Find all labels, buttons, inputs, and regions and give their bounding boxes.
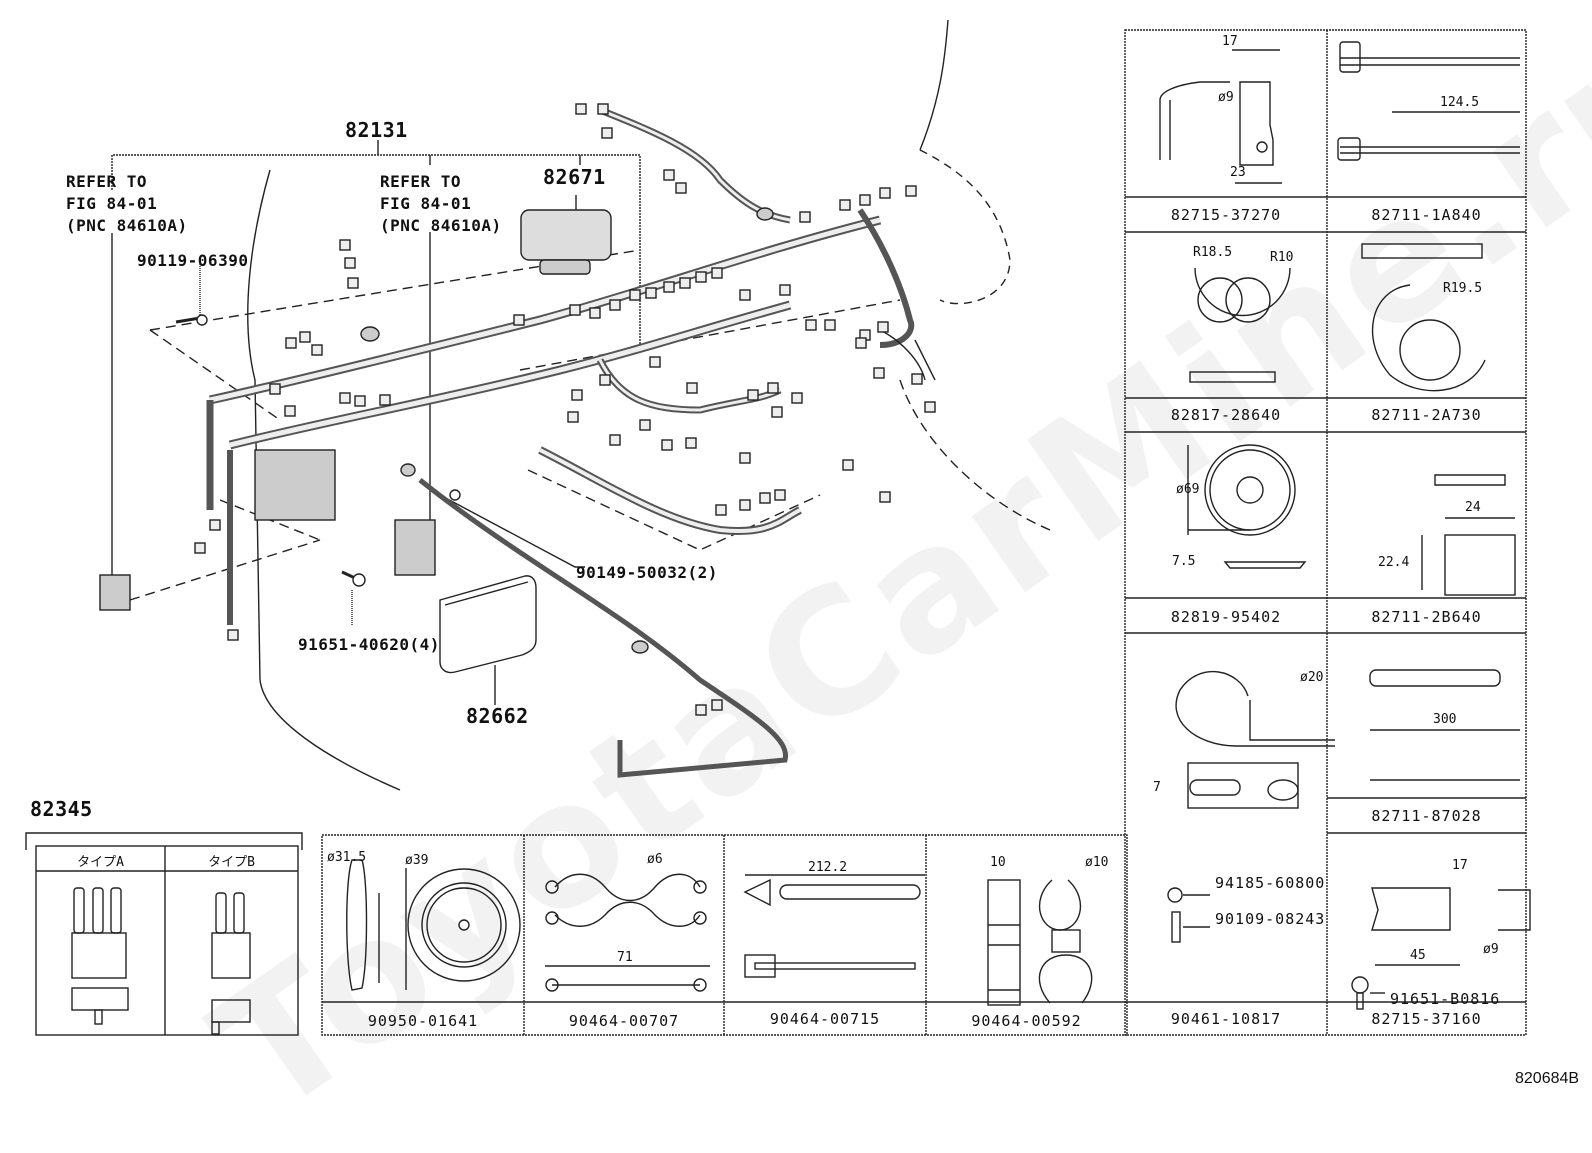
dim-text: 24 [1465,500,1481,515]
part-number-82711-2B640: 82711-2B640 [1371,608,1482,626]
dim-text: ø10 [1085,855,1109,870]
part-label-82131: 82131 [345,118,408,142]
dim-text: 7.5 [1172,554,1196,569]
dim-text: ø20 [1300,670,1324,685]
part-label-90149-50032: 90149-50032(2) [576,563,718,582]
part-label-90119-06390: 90119-06390 [137,251,249,270]
dim-text: ø69 [1176,482,1200,497]
refer-left-line1: REFER TO [66,172,148,191]
dim-text: R18.5 [1193,245,1233,260]
type-b-header: タイプB [208,855,255,870]
dim-text: 124.5 [1440,95,1480,110]
part-number-82715-37160: 82715-37160 [1371,1010,1482,1028]
refer-right-line3: (PNC 84610A) [380,216,502,235]
dim-text: 71 [617,950,633,965]
dim-text: R19.5 [1443,281,1483,296]
refer-right-line1: REFER TO [380,172,462,191]
part-number-82817-28640: 82817-28640 [1170,406,1282,424]
dim-text: 23 [1230,165,1246,180]
dim-text: 212.2 [808,860,848,875]
part-number-82819-95402: 82819-95402 [1170,608,1282,626]
diagram-lineart [25,19,1531,1036]
part-number-82711-87028: 82711-87028 [1371,807,1482,825]
dim-text: 17 [1452,858,1468,873]
dim-text: ø9 [1218,90,1234,105]
part-number-82711-2A730: 82711-2A730 [1371,406,1482,424]
dim-text: 45 [1410,948,1426,963]
part-label-82662: 82662 [466,704,529,728]
refer-right-line2: FIG 84-01 [380,194,472,213]
refer-left-line3: (PNC 84610A) [66,216,188,235]
part-number-90464-00707: 90464-00707 [568,1012,680,1030]
dim-text: ø31.5 [327,850,367,865]
part-number-90464-00715: 90464-00715 [769,1010,881,1028]
part-number-90464-00592: 90464-00592 [971,1012,1082,1030]
figure-code: 820684B [1515,1070,1580,1087]
dim-text: ø6 [647,852,663,867]
part-number-91651-B0816: 91651-B0816 [1390,990,1501,1008]
dim-text: ø39 [405,853,429,868]
part-label-82671: 82671 [543,165,606,189]
dim-text: 10 [990,855,1006,870]
part-number-90950-01641: 90950-01641 [367,1012,479,1030]
type-a-header: タイプA [77,855,124,870]
refer-left-line2: FIG 84-01 [66,194,158,213]
dim-text: 7 [1153,780,1161,795]
dim-text: ø9 [1483,942,1499,957]
part-label-91651-40620: 91651-40620(4) [298,635,440,654]
part-number-82711-1A840: 82711-1A840 [1371,206,1482,224]
part-number-90109-08243: 90109-08243 [1215,910,1326,928]
dim-text: 17 [1222,34,1238,49]
dim-text: 22.4 [1378,555,1410,570]
part-number-82715-37270: 82715-37270 [1170,206,1282,224]
part-number-94185-60800: 94185-60800 [1215,874,1326,892]
dim-text: R10 [1270,250,1294,265]
part-number-90461-10817: 90461-10817 [1170,1010,1282,1028]
part-label-82345: 82345 [30,797,93,821]
dim-text: 300 [1433,712,1457,727]
